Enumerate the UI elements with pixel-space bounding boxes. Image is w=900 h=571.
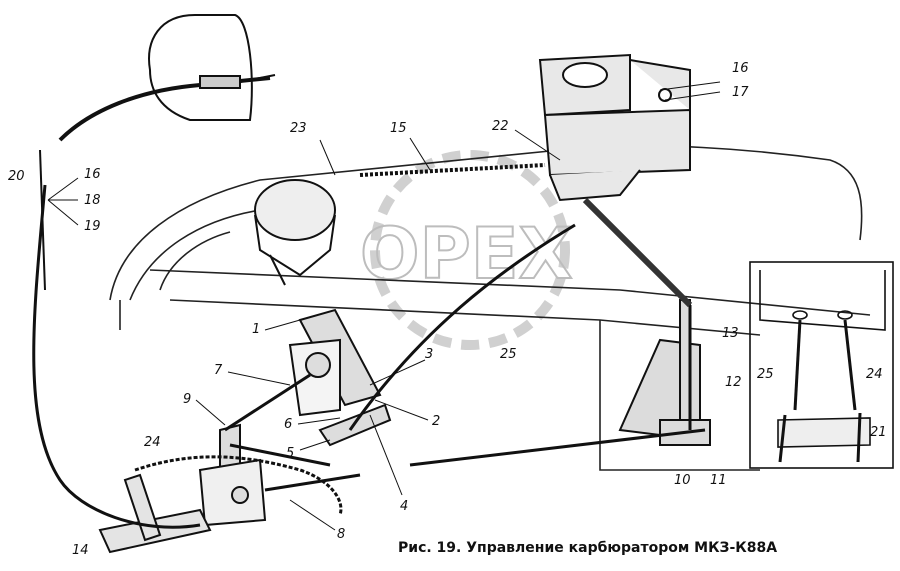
- label-20: 20: [8, 169, 25, 184]
- leader-lines: [47, 81, 721, 531]
- label-24-inset: 24: [866, 367, 883, 382]
- figure-caption: Рис. 19. Управление карбюратором МКЗ-К88…: [398, 540, 777, 556]
- label-3: 3: [425, 347, 433, 362]
- label-25-main: 25: [500, 347, 517, 362]
- watermark-text: OPEX: [360, 213, 573, 295]
- label-14: 14: [72, 543, 89, 558]
- callout-labels: 1 2 3 4 5 6 7 8 9 10 11 12 13 14 15 16 1…: [8, 61, 887, 558]
- label-24-main: 24: [144, 435, 161, 450]
- label-19: 19: [84, 219, 101, 234]
- label-16-carburetor: 16: [732, 61, 749, 76]
- label-7: 7: [214, 363, 223, 378]
- label-4: 4: [400, 499, 408, 514]
- throttle-bracket: [618, 299, 711, 446]
- floor-bracket: [98, 473, 212, 554]
- label-9: 9: [183, 392, 191, 407]
- label-13: 13: [722, 326, 739, 341]
- label-11: 11: [710, 473, 727, 488]
- label-18: 18: [84, 193, 101, 208]
- carburetor: [538, 53, 691, 202]
- engine-outline: [109, 145, 871, 471]
- label-22: 22: [492, 119, 509, 134]
- label-15: 15: [390, 121, 407, 136]
- label-10: 10: [674, 473, 691, 488]
- label-23: 23: [290, 121, 307, 136]
- lever-bracket: [198, 423, 267, 527]
- label-5: 5: [286, 446, 294, 461]
- choke-cable: [58, 14, 276, 142]
- label-8: 8: [337, 527, 345, 542]
- inset-detail: [749, 261, 894, 469]
- label-6: 6: [284, 417, 292, 432]
- watermark: OPEX: [359, 150, 574, 350]
- rods-and-cables: [32, 149, 706, 529]
- label-16-choke: 16: [84, 167, 101, 182]
- label-1: 1: [252, 322, 260, 337]
- label-2: 2: [432, 414, 440, 429]
- label-21: 21: [870, 425, 887, 440]
- label-12: 12: [725, 375, 742, 390]
- air-filter: [254, 179, 336, 286]
- label-25-inset: 25: [757, 367, 774, 382]
- label-17: 17: [732, 85, 749, 100]
